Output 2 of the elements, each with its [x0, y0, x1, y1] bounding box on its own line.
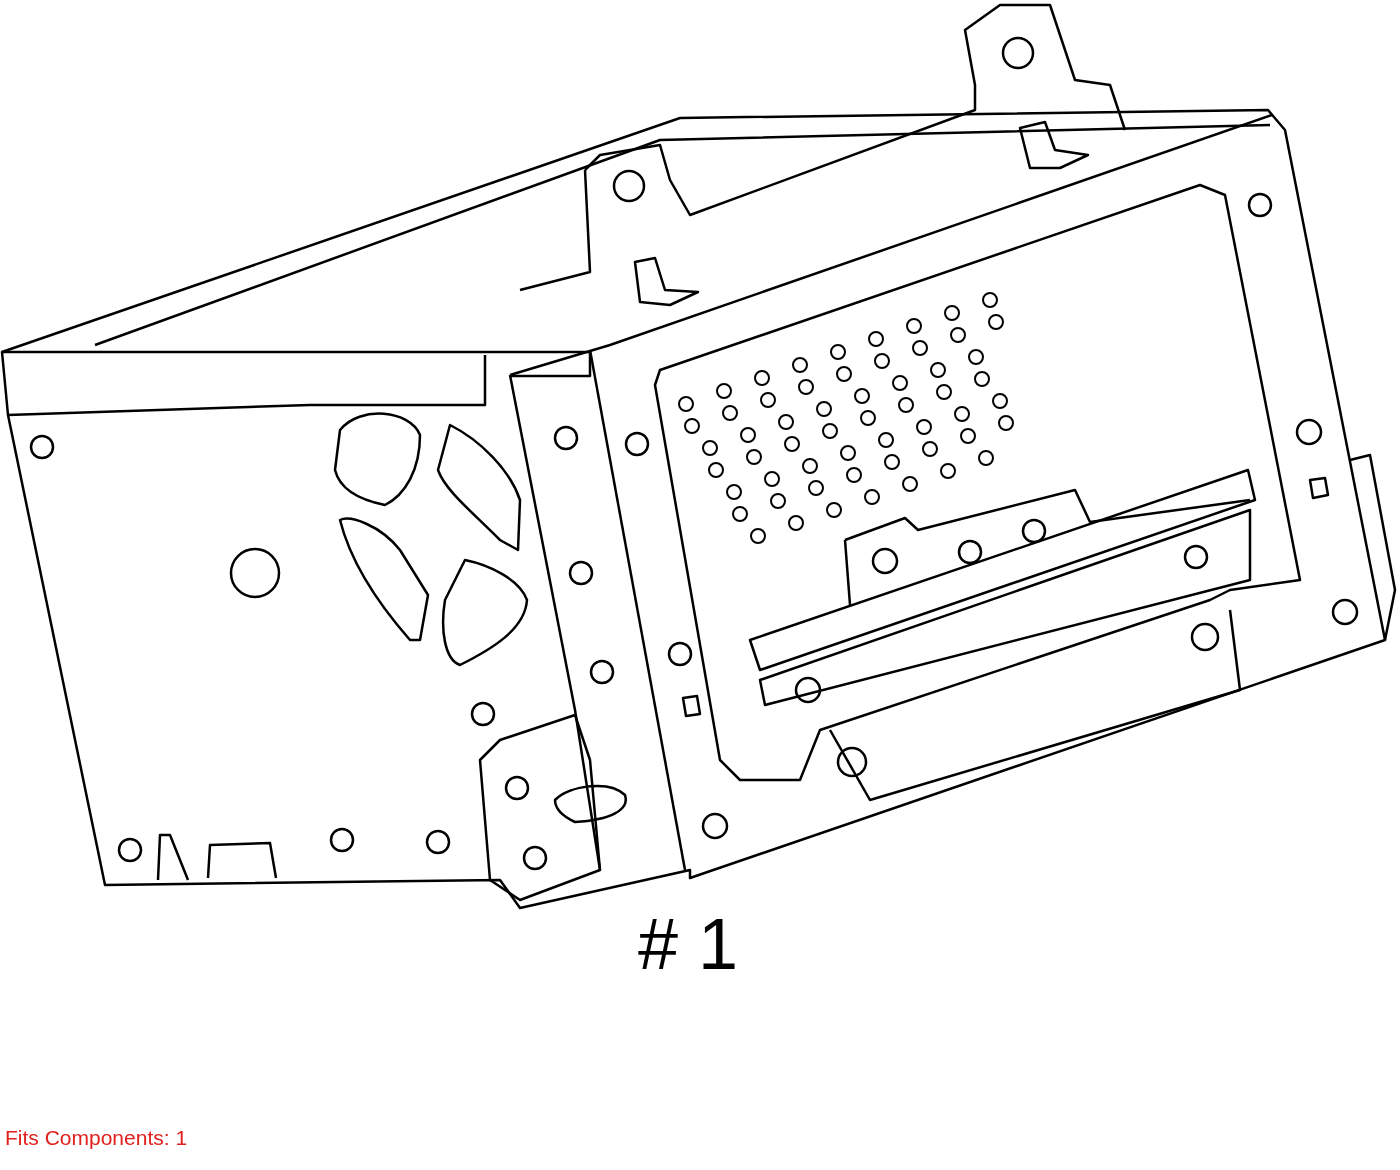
fitment-note: Fits Components: 1: [5, 1127, 188, 1148]
callout-number: # 1: [638, 908, 739, 980]
